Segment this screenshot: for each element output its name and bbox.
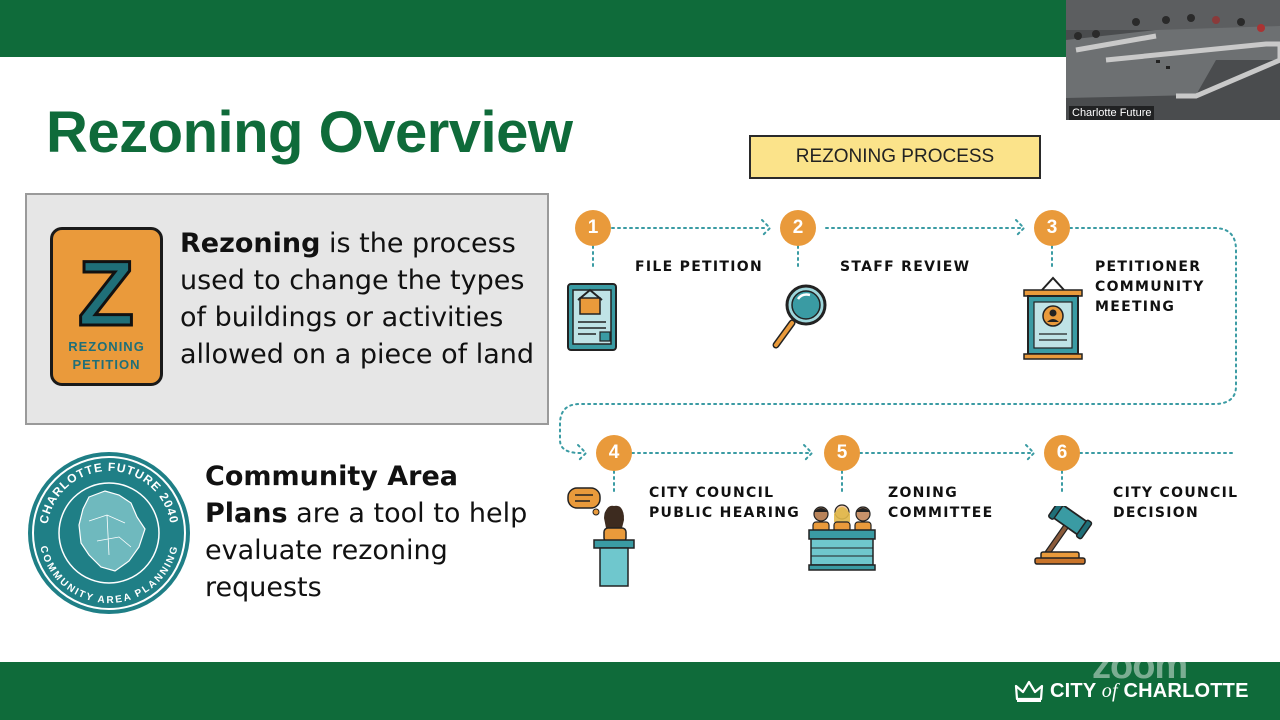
speaker-podium-icon (567, 487, 635, 587)
step-3-number: 3 (1034, 210, 1070, 246)
step-5-number: 5 (824, 435, 860, 471)
cap-term: Community Area Plans (205, 461, 458, 529)
step-5-label: ZONING COMMITTEE (888, 485, 994, 521)
poster-icon (1023, 276, 1083, 360)
community-area-plans-text: Community Area Plans are a tool to help … (205, 458, 545, 606)
rezoning-petition-icon: Z REZONING PETITION (50, 227, 163, 386)
step-6-label: CITY COUNCIL DECISION (1113, 485, 1239, 521)
icon-caption-line1: REZONING (68, 339, 145, 354)
definition-term: Rezoning (180, 228, 321, 259)
process-heading: REZONING PROCESS (749, 135, 1041, 179)
document-icon (567, 283, 617, 351)
definition-body: is the process used to change the types … (180, 228, 535, 370)
step-3-label: PETITIONER COMMUNITY MEETING (1095, 259, 1205, 315)
cap-body: are a tool to help evaluate rezoning req… (205, 498, 528, 603)
participant-name: Charlotte Future (1069, 106, 1155, 120)
city-of-charlotte-logo: CITY of CHARLOTTE (1014, 676, 1249, 706)
step-6-number: 6 (1044, 435, 1080, 471)
bottom-banner (0, 662, 1280, 720)
rezoning-definition: Rezoning is the process used to change t… (180, 225, 540, 373)
step-2-label: STAFF REVIEW (840, 259, 971, 275)
step-1-label: FILE PETITION (635, 259, 763, 275)
zoom-watermark: zoom (1092, 645, 1188, 687)
icon-caption-line2: PETITION (72, 357, 141, 372)
step-4-label: CITY COUNCIL PUBLIC HEARING (649, 485, 801, 521)
city-logo-text: CITY of CHARLOTTE (1050, 679, 1249, 702)
page-title: Rezoning Overview (46, 100, 573, 165)
gavel-icon (1034, 506, 1093, 565)
step-1-number: 1 (575, 210, 611, 246)
magnifier-icon (772, 284, 827, 349)
community-area-planning-logo: CHARLOTTE FUTURE 2040 COMMUNITY AREA PLA… (28, 452, 190, 614)
z-letter: Z (78, 243, 134, 345)
step-2-number: 2 (780, 210, 816, 246)
participant-video[interactable] (1066, 0, 1280, 120)
committee-icon (808, 504, 876, 571)
step-4-number: 4 (596, 435, 632, 471)
crown-icon (1014, 680, 1044, 702)
